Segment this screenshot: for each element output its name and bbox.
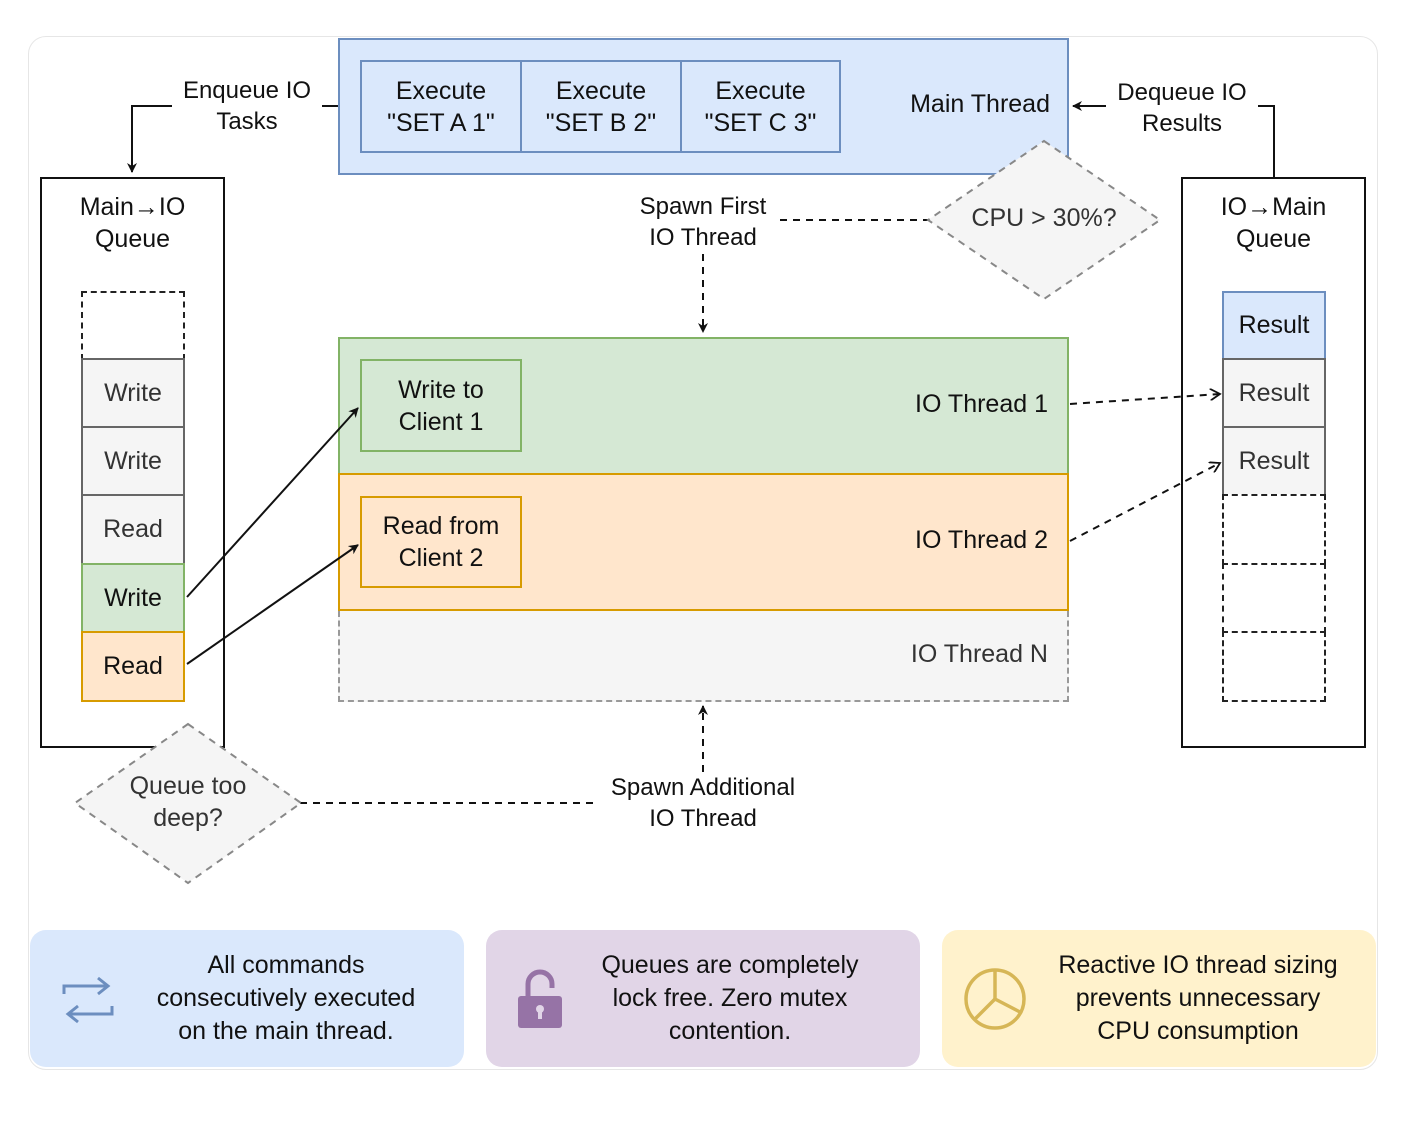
panel-lock-free-text: Queues are completely lock free. Zero mu… (574, 948, 886, 1048)
spawn-additional-label: Spawn Additional IO Thread (598, 772, 808, 834)
info-panel-lock-free: Queues are completely lock free. Zero mu… (486, 930, 920, 1067)
enqueue-connector (127, 105, 178, 173)
io-thread-1-task: Write to Client 1 (360, 359, 522, 452)
dispatch-read-arrow (186, 544, 359, 665)
task-1-line2: "SET A 1" (387, 108, 495, 137)
left-queue-title-line1: Main→IO (79, 193, 186, 221)
panel-execution-line2: consecutively executed (156, 983, 416, 1012)
enqueue-label: Enqueue IO Tasks (172, 75, 322, 137)
left-queue-title: Main→IO Queue (42, 191, 223, 255)
queue-item-write-active: Write (81, 563, 185, 633)
queue-item-read-active: Read (81, 631, 185, 702)
queue-item: Write (81, 426, 185, 496)
panel-execution-line3: on the main thread. (178, 1016, 394, 1045)
io-thread-2-task-line2: Client 2 (398, 544, 484, 572)
spawn-first-label: Spawn First IO Thread (628, 191, 778, 253)
cpu-decision-label: CPU > 30%? (971, 204, 1117, 232)
panel-thread-sizing-line3: CPU consumption (1097, 1016, 1299, 1045)
info-panel-thread-sizing: Reactive IO thread sizing prevents unnec… (942, 930, 1376, 1067)
main-thread-task-2: Execute "SET B 2" (520, 60, 682, 153)
right-queue-title-line1: IO→Main (1220, 193, 1327, 221)
io-thread-1-label: IO Thread 1 (915, 390, 1048, 418)
io-thread-1-task-line1: Write to (398, 375, 484, 404)
spawn-first-label-line1: Spawn First (639, 193, 767, 220)
queue-depth-line1: Queue too (129, 772, 247, 800)
queue-depth-decision-label: Queue too deep? (98, 770, 278, 834)
spawn-additional-label-line1: Spawn Additional (610, 774, 796, 801)
io-thread-n-box (338, 611, 1069, 702)
io-thread-1-result-arrow (1069, 394, 1220, 405)
io-thread-n-label: IO Thread N (910, 640, 1048, 668)
unlocked-padlock-icon (518, 969, 562, 1028)
task-2-line2: "SET B 2" (545, 108, 657, 137)
result-item: Result (1222, 358, 1326, 428)
pie-chart-icon (964, 968, 1026, 1030)
panel-thread-sizing-line1: Reactive IO thread sizing (1058, 950, 1338, 979)
queue-depth-line2: deep? (153, 804, 223, 832)
spawn-first-label-line2: IO Thread (649, 224, 757, 251)
dispatch-write-arrow (186, 407, 359, 598)
queue-depth-decision-diamond (73, 722, 303, 885)
result-slot-empty (1222, 494, 1326, 565)
main-thread-label: Main Thread (910, 90, 1050, 118)
right-queue-title-line2: Queue (1235, 225, 1312, 253)
panel-execution-line1: All commands (207, 950, 365, 979)
dequeue-label: Dequeue IO Results (1106, 77, 1258, 139)
enqueue-label-line1: Enqueue IO (182, 77, 312, 104)
panel-thread-sizing-line2: prevents unnecessary (1075, 983, 1321, 1012)
io-thread-2-result-arrow (1069, 463, 1220, 542)
dequeue-label-line1: Dequeue IO (1117, 79, 1247, 106)
info-panel-execution: All commands consecutively executed on t… (30, 930, 464, 1067)
spawn-additional-label-line2: IO Thread (649, 805, 757, 832)
right-queue-title: IO→Main Queue (1183, 191, 1364, 255)
panel-thread-sizing-text: Reactive IO thread sizing prevents unnec… (1038, 948, 1358, 1048)
task-3-line2: "SET C 3" (704, 108, 817, 137)
queue-item: Read (81, 494, 185, 565)
panel-lock-free-line1: Queues are completely (601, 950, 859, 979)
io-thread-2-task-line1: Read from (382, 512, 500, 540)
main-thread-task-1: Execute "SET A 1" (360, 60, 522, 153)
result-slot-empty (1222, 631, 1326, 702)
task-2-line1: Execute (555, 76, 647, 105)
dequeue-connector (1252, 105, 1275, 177)
panel-execution-text: All commands consecutively executed on t… (130, 948, 442, 1048)
panel-lock-free-line3: contention. (668, 1016, 792, 1045)
task-1-line1: Execute (395, 76, 487, 105)
task-3-line1: Execute (715, 76, 806, 105)
swap-arrows-icon (62, 976, 114, 1024)
panel-lock-free-line2: lock free. Zero mutex (612, 983, 848, 1012)
io-thread-2-task: Read from Client 2 (360, 496, 522, 588)
io-thread-2-label: IO Thread 2 (915, 526, 1048, 554)
left-queue-title-line2: Queue (94, 225, 171, 253)
result-item: Result (1222, 426, 1326, 496)
dequeue-label-line2: Results (1141, 110, 1223, 137)
enqueue-label-line2: Tasks (216, 108, 278, 135)
io-thread-1-task-line2: Client 1 (398, 407, 484, 436)
cpu-decision-diamond (926, 139, 1162, 301)
main-thread-task-3: Execute "SET C 3" (680, 60, 841, 153)
